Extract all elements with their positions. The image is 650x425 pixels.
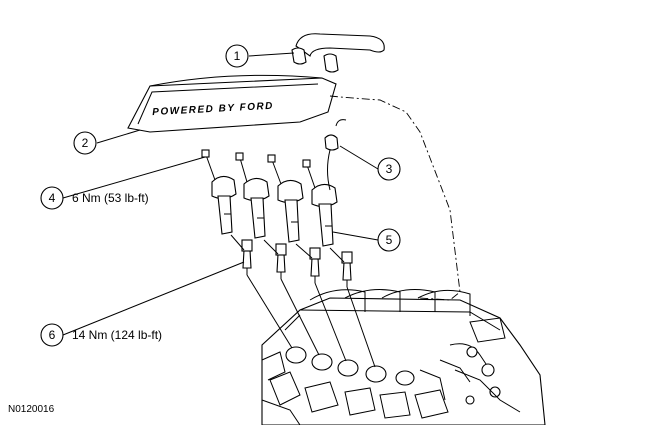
callout-5: 5 (377, 228, 401, 252)
callout-3: 3 (377, 157, 401, 181)
callout-circle (225, 44, 249, 68)
callout-circle (40, 323, 64, 347)
leader-lines (62, 52, 379, 336)
ignition-coils (211, 175, 338, 247)
harness-outline (329, 95, 461, 301)
engine-cover: POWERED BY FORD (127, 74, 337, 133)
spark-plug-1 (241, 239, 253, 275)
callout-number: 5 (386, 233, 393, 247)
spark-plug-2 (275, 243, 287, 279)
engine-illustration (261, 289, 546, 425)
spark-plug-4 (341, 251, 353, 287)
coil-bolts (201, 149, 316, 189)
callout-2: 2 (73, 131, 97, 155)
callout-torque-text: 14 Nm (124 lb-ft) (72, 328, 162, 342)
callout-1: 1 (225, 44, 249, 68)
callout-number: 1 (234, 49, 241, 63)
ignition-coil-2 (243, 177, 270, 239)
ignition-coil-4 (311, 183, 338, 247)
callout-circle (377, 157, 401, 181)
callout-circle (40, 186, 64, 210)
callout-4: 4 6 Nm (53 lb-ft) (40, 186, 149, 210)
ignition-coil-1 (211, 175, 237, 235)
callout-number: 4 (49, 191, 56, 205)
callout-number: 3 (386, 162, 393, 176)
spark-plugs (241, 239, 353, 287)
install-lines (230, 234, 376, 368)
sensor (324, 119, 347, 191)
callout-number: 2 (82, 136, 89, 150)
callout-circle (377, 228, 401, 252)
callout-torque-text: 6 Nm (53 lb-ft) (72, 191, 149, 205)
vacuum-hoses (291, 33, 385, 73)
spark-plug-3 (309, 247, 321, 283)
callout-6: 6 14 Nm (124 lb-ft) (40, 323, 162, 347)
figure-id: N0120016 (8, 404, 55, 415)
callout-circle (73, 131, 97, 155)
ignition-coil-3 (277, 179, 304, 243)
callout-number: 6 (49, 328, 56, 342)
